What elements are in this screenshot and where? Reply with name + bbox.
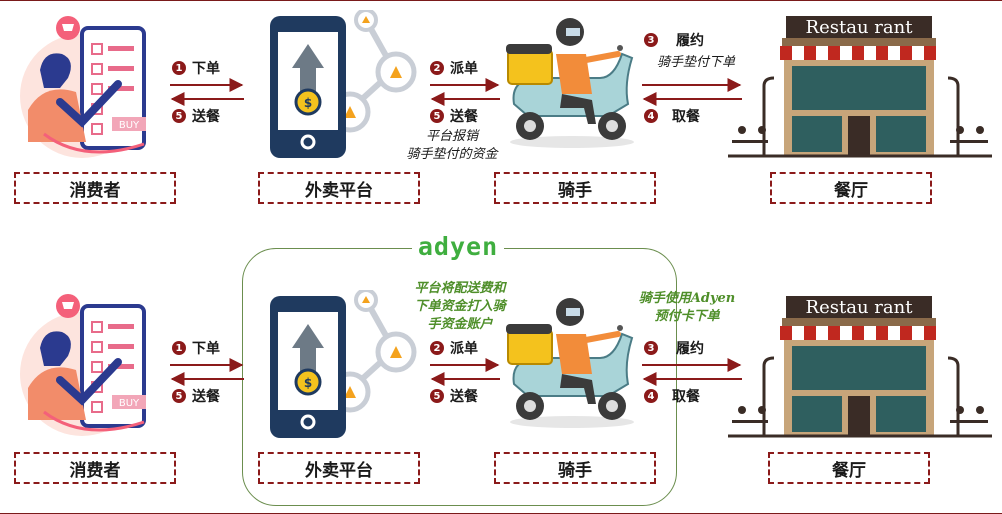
label-platform: 外卖平台 <box>258 172 420 204</box>
top-rule <box>0 0 1002 1</box>
awning <box>780 326 938 340</box>
arrow-rider-to-platform <box>430 372 500 386</box>
arrow-restaurant-to-rider <box>642 372 742 386</box>
arrow-consumer-to-platform <box>170 358 244 372</box>
restaurant-storefront-icon: Restau rant <box>728 296 992 438</box>
rider-scooter-icon <box>506 18 634 148</box>
note-reimburse-line2: 骑手垫付的资金 <box>406 147 498 162</box>
arrow-consumer-to-platform <box>170 78 244 92</box>
label-consumer: 消费者 <box>14 172 176 204</box>
note-platform-fund-line2: 下单资金打入骑 <box>414 299 506 314</box>
arrow-rider-to-platform <box>430 92 500 106</box>
buy-tag-label: BUY <box>119 120 140 131</box>
label-rider: 骑手 <box>494 172 656 204</box>
note-reimburse-line1: 平台报销 <box>425 129 478 144</box>
label-rider: 骑手 <box>494 452 656 484</box>
arrow-platform-to-rider <box>430 358 500 372</box>
arrow-rider-to-restaurant <box>642 78 742 92</box>
arrow-platform-to-consumer <box>170 92 244 106</box>
restaurant-storefront-icon: Restau rant <box>728 16 992 158</box>
label-platform: 外卖平台 <box>258 452 420 484</box>
note-platform-fund-line3: 手资金账户 <box>427 317 493 332</box>
svg-text:$: $ <box>304 96 312 110</box>
consumer-shopping-icon: BUY <box>20 294 146 436</box>
arrow-platform-to-rider <box>430 78 500 92</box>
label-restaurant: 餐厅 <box>768 452 930 484</box>
arrow-rider-to-restaurant <box>642 358 742 372</box>
arrow-platform-to-consumer <box>170 372 244 386</box>
note-rider-advance: 骑手垫付下单 <box>656 55 735 70</box>
consumer-shopping-icon: BUY <box>20 16 146 158</box>
restaurant-sign-text: Restau rant <box>806 17 914 38</box>
awning <box>780 46 938 60</box>
platform-phone-icon: $ <box>270 10 417 158</box>
svg-text:$: $ <box>304 376 312 390</box>
label-restaurant: 餐厅 <box>770 172 932 204</box>
note-rider-card-line2: 预付卡下单 <box>654 309 720 324</box>
platform-phone-icon: $ <box>270 290 417 438</box>
rider-scooter-icon <box>506 298 634 428</box>
note-rider-card-line1: 骑手使用Adyen <box>638 291 736 306</box>
label-consumer: 消费者 <box>14 452 176 484</box>
restaurant-sign-text: Restau rant <box>806 297 914 318</box>
adyen-logo: adyen <box>412 234 504 262</box>
note-platform-fund-line1: 平台将配送费和 <box>414 281 506 296</box>
arrow-restaurant-to-rider <box>642 92 742 106</box>
buy-tag-label: BUY <box>119 398 140 409</box>
